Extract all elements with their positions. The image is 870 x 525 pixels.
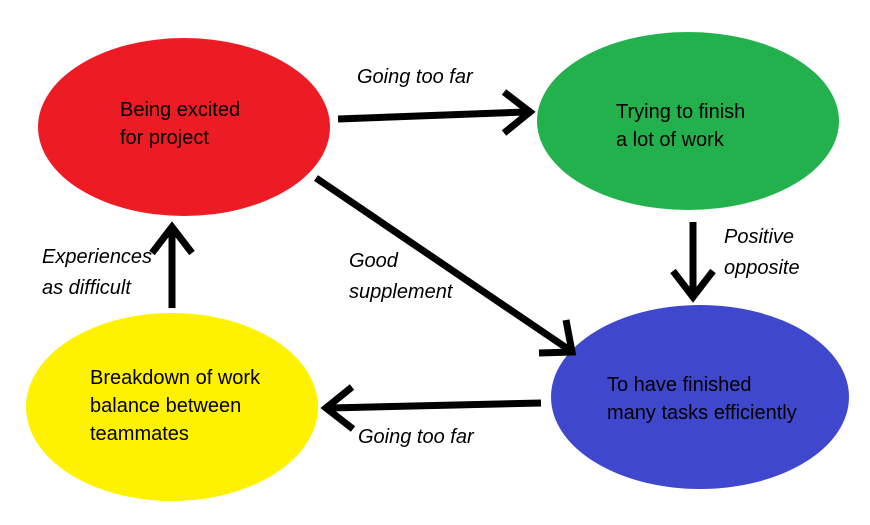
node-label-being-excited: Being excited for project — [120, 99, 241, 149]
arrow-breakdown-to-excited — [149, 221, 195, 308]
node-ellipse-work-breakdown — [26, 313, 318, 501]
node-ellipse-trying-to-finish — [537, 32, 839, 210]
node-label-trying-to-finish: Trying to finish a lot of work — [616, 101, 746, 151]
edge-label-positive-opposite: Positive opposite — [724, 226, 800, 279]
edge-label-going-too-far-top: Going too far — [357, 66, 473, 88]
edge-label-going-too-far-bottom: Going too far — [358, 426, 474, 448]
node-ellipse-finished-tasks — [551, 305, 849, 489]
arrow-excited-to-finished — [314, 175, 577, 357]
node-ellipse-being-excited — [38, 38, 330, 216]
arrow-trying-to-finished — [670, 222, 716, 303]
node-label-finished-tasks: To have finished many tasks efficiently — [607, 374, 797, 424]
arrow-finished-to-breakdown — [320, 384, 542, 432]
node-label-work-breakdown: Breakdown of work balance between teamma… — [90, 367, 261, 445]
edge-label-good-supplement: Good supplement — [349, 250, 453, 303]
arrow-excited-to-trying — [337, 89, 536, 136]
edge-label-experiences-as-difficult: Experiences as difficult — [42, 246, 153, 299]
